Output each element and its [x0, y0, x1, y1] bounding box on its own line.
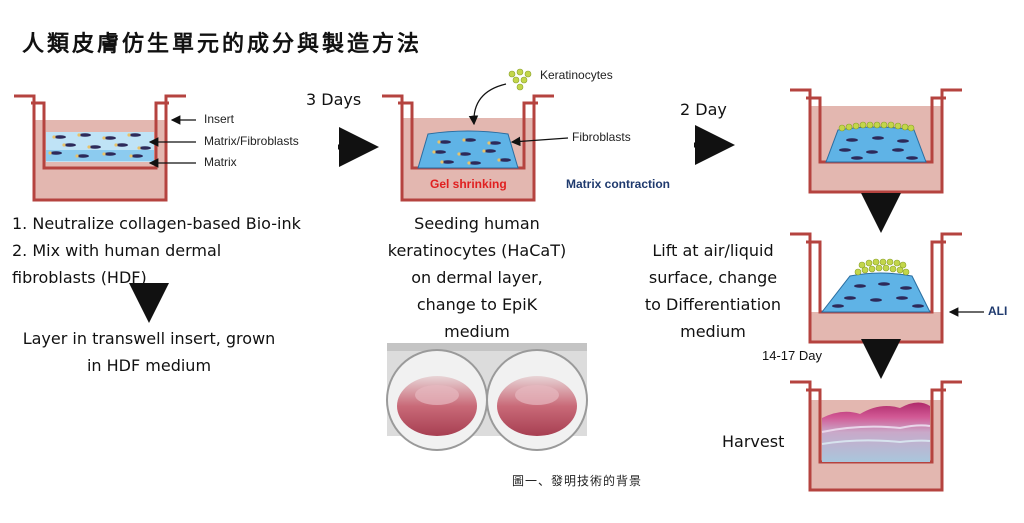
step3-description: Lift at air/liquid surface, change to Di… — [628, 237, 798, 345]
label-matrix: Matrix — [204, 155, 237, 169]
well-4 — [790, 232, 984, 344]
histology-section — [822, 402, 930, 462]
step1-description: 1. Neutralize collagen-based Bio-ink 2. … — [12, 210, 301, 291]
harvest-label: Harvest — [722, 432, 785, 451]
well-5 — [790, 380, 962, 492]
step2-line2: keratinocytes (HaCaT) — [387, 241, 567, 260]
well-3 — [790, 88, 962, 194]
label-matrix-contraction: Matrix contraction — [566, 177, 671, 191]
label-matrix-fibroblasts: Matrix/Fibroblasts — [204, 134, 299, 148]
step1-result-line2: in HDF medium — [86, 356, 212, 375]
well-1 — [14, 94, 196, 202]
step3-line4: medium — [680, 322, 746, 341]
label-gel-shrinking: Gel shrinking — [430, 177, 507, 191]
label-keratinocytes: Keratinocytes — [540, 68, 613, 82]
step2-line4: change to EpiK — [416, 295, 538, 314]
well-2 — [382, 68, 569, 202]
step2-line1: Seeding human — [414, 214, 540, 233]
step2-line3: on dermal layer, — [411, 268, 543, 287]
matrix-layer — [46, 150, 154, 161]
step1-result-line1: Layer in transwell insert, grown — [22, 329, 276, 348]
label-ali: ALI — [988, 304, 1008, 318]
label-insert: Insert — [204, 112, 235, 126]
keratinocyte-seeding-arrow — [468, 83, 507, 126]
contracted-gel — [417, 130, 519, 169]
step3-line1: Lift at air/liquid — [652, 241, 774, 260]
well-plate-photo — [386, 343, 588, 451]
step1-result: Layer in transwell insert, grown in HDF … — [6, 325, 292, 379]
time-3-days: 3 Days — [306, 90, 362, 109]
step1-line2: 2. Mix with human dermal — [12, 241, 222, 260]
step2-line5: medium — [444, 322, 510, 341]
fibroblasts-pointer — [510, 136, 569, 147]
step3-line3: to Differentiation — [644, 295, 782, 314]
time-14-17-day: 14-17 Day — [762, 348, 822, 363]
page-title: 人類皮膚仿生單元的成分與製造方法 — [22, 31, 423, 57]
step1-line1: 1. Neutralize collagen-based Bio-ink — [12, 214, 301, 233]
keratinocyte-layer-4 — [854, 258, 910, 276]
figure-caption: 圖一、發明技術的背景 — [512, 474, 643, 488]
time-2-day: 2 Day — [680, 100, 727, 119]
step3-line2: surface, change — [648, 268, 778, 287]
keratinocyte-cluster — [508, 68, 532, 91]
keratinocyte-layer-3 — [838, 121, 915, 132]
step2-description: Seeding human keratinocytes (HaCaT) on d… — [372, 210, 582, 345]
step1-line3: fibroblasts (HDF) — [12, 268, 147, 287]
label-fibroblasts: Fibroblasts — [572, 130, 631, 144]
